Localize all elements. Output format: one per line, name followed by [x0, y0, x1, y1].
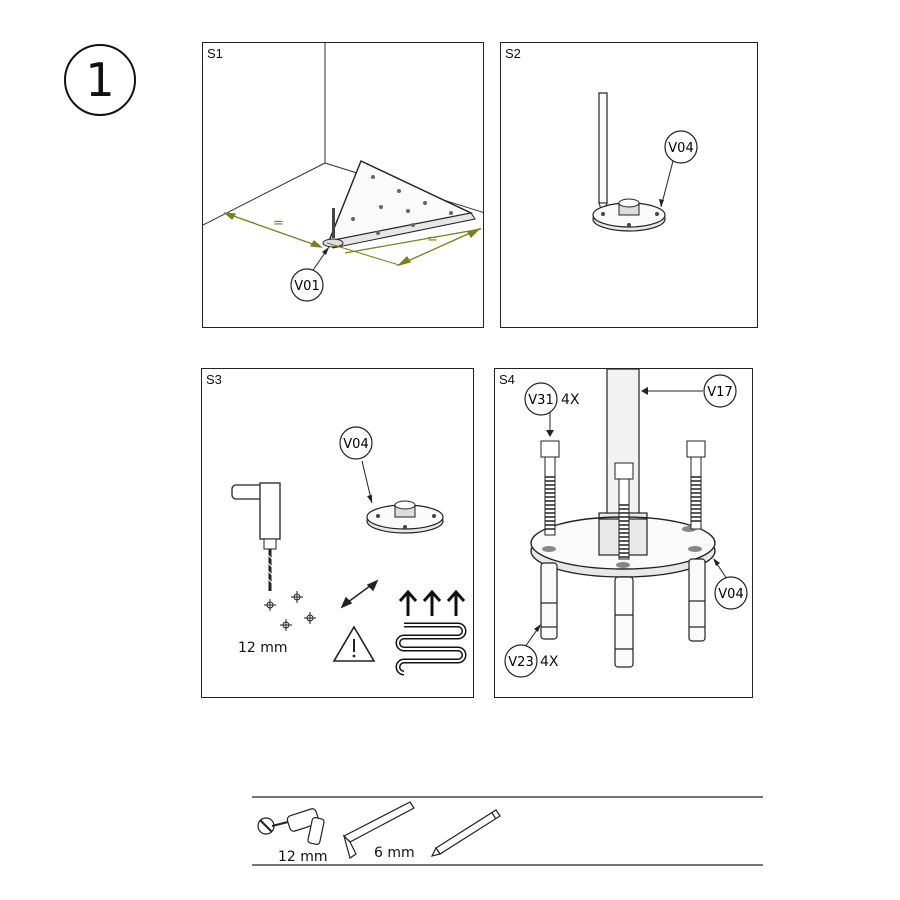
drilling-illustration: 12 mm V04	[231, 426, 467, 676]
callout-v23	[504, 644, 538, 678]
panel-label: S4	[499, 372, 515, 387]
callout-label: V17	[707, 385, 732, 400]
tools-illustration: 12 mm 6 mm	[252, 796, 763, 866]
callout-v31	[524, 382, 558, 416]
tools-strip: 12 mm 6 mm	[252, 796, 763, 866]
pencil-icon	[598, 92, 608, 217]
base-plate-marking-illustration: V04	[592, 92, 698, 232]
drill-size-label: 12 mm	[238, 640, 288, 656]
panel-s1: S1 = =	[202, 42, 484, 328]
panel-s4: S4	[494, 368, 753, 698]
corner-floor-illustration: = = V01	[203, 43, 483, 302]
hole-marks	[264, 591, 316, 631]
panel-s3: S3 12 mm V04	[201, 368, 474, 698]
callout-v04	[714, 576, 748, 610]
bolts	[540, 440, 706, 560]
callout-v01	[290, 268, 324, 302]
floor-heating-icon	[395, 589, 467, 676]
callout-label: V23	[508, 655, 533, 670]
warning-icon	[332, 625, 376, 662]
callout-label: V04	[343, 437, 368, 452]
drill-icon	[257, 808, 325, 846]
callout-v04	[664, 130, 698, 164]
equal-mark: =	[427, 232, 438, 247]
anchor-assembly-illustration: V31 4X V17 V23 4X V04	[504, 369, 748, 678]
callout-label: V04	[668, 141, 693, 156]
template-plate	[327, 160, 476, 249]
callout-v04	[339, 426, 373, 460]
callout-label: V04	[718, 587, 743, 602]
callout-v17	[703, 374, 737, 408]
hex-key-icon	[342, 801, 415, 859]
hex-key-size-label: 6 mm	[374, 845, 415, 861]
drill-icon	[231, 482, 281, 591]
panel-label: S2	[505, 46, 521, 61]
callout-label: V01	[294, 279, 319, 294]
dimension-lines	[223, 212, 482, 267]
panel-s2: S2 V04	[500, 42, 758, 328]
step-number: 1	[64, 44, 136, 116]
panel-label: S3	[206, 372, 222, 387]
callout-label: V31	[528, 393, 553, 408]
pencil-icon	[430, 809, 501, 857]
double-arrow-icon	[340, 579, 379, 609]
equal-mark: =	[273, 216, 284, 231]
base-plate	[366, 500, 444, 534]
base-plate	[592, 198, 666, 232]
drill-size-label: 12 mm	[278, 849, 328, 865]
quantity-label: 4X	[540, 654, 559, 670]
panel-label: S1	[207, 46, 223, 61]
quantity-label: 4X	[561, 392, 580, 408]
anchors	[540, 558, 706, 668]
